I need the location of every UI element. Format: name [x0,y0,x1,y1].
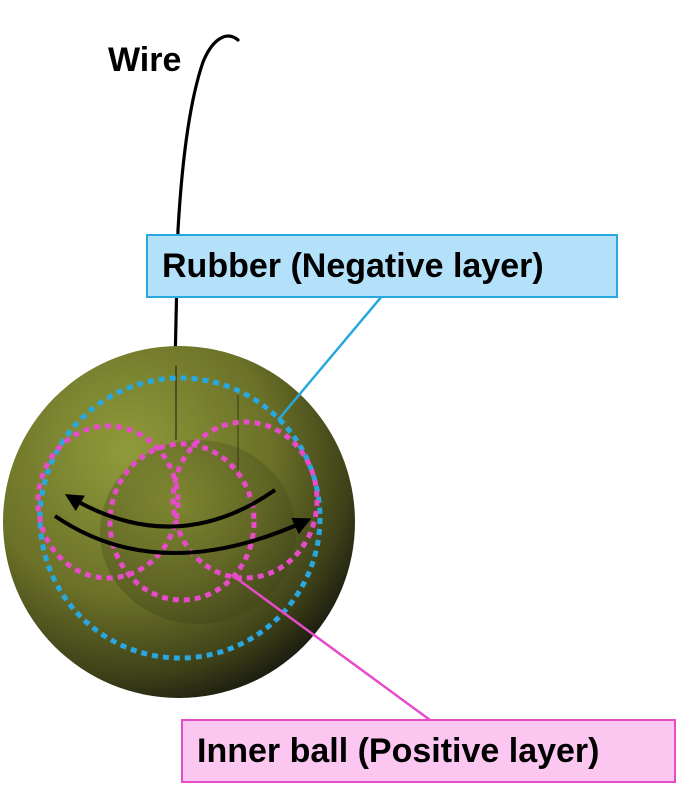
arrow-lower-right [53,514,312,555]
positive-layer-circle-left [35,423,181,581]
rubber-label: Rubber (Negative layer) [146,234,618,298]
positive-layer-circle-center [107,441,257,603]
positive-layer-circle-right [170,419,320,581]
inner-leader-line [231,573,431,722]
inner-label-fill [182,720,675,782]
rubber-leader-line [277,295,383,421]
inner-ball-label: Inner ball (Positive layer) [181,719,676,783]
negative-layer-circle [37,375,323,661]
wire-line [173,34,240,368]
rubber-label-fill [147,235,617,297]
arrow-upper-left [64,488,277,529]
wire-label: Wire [108,41,182,79]
